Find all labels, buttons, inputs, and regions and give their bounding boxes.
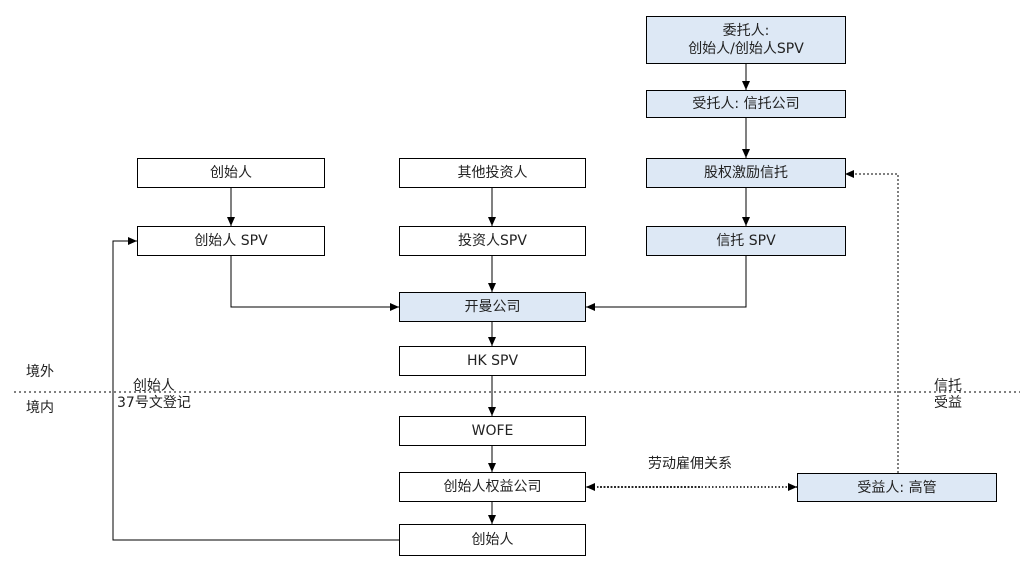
investor-spv-box: 投资人SPV — [399, 226, 586, 256]
onshore-label: 境内 — [26, 400, 54, 416]
cayman-company-box: 开曼公司 — [399, 292, 586, 322]
founder-bottom-box: 创始人 — [399, 524, 586, 556]
beneficiary-box: 受益人: 高管 — [797, 473, 997, 502]
wofe-box: WOFE — [399, 416, 586, 446]
other-investors-box: 其他投资人 — [399, 158, 586, 188]
arrow-trust-spv-to-cayman — [586, 256, 747, 311]
trust-spv-box: 信托 SPV — [646, 226, 846, 256]
arrow-founder-loop — [112, 237, 400, 541]
employment-relationship-label: 劳动雇佣关系 — [648, 456, 732, 472]
founder-top-box: 创始人 — [137, 158, 325, 188]
settlor-box: 委托人: 创始人/创始人SPV — [646, 16, 846, 64]
equity-trust-box: 股权激励信托 — [646, 158, 846, 188]
trust-benefit-label: 信托 受益 — [934, 378, 962, 411]
offshore-label: 境外 — [26, 364, 54, 380]
hk-spv-box: HK SPV — [399, 346, 586, 376]
founder-spv-box: 创始人 SPV — [137, 226, 325, 256]
arrow-trust-benefit — [845, 170, 899, 473]
arrow-founder-spv-to-cayman — [230, 256, 399, 311]
founder-equity-company-box: 创始人权益公司 — [399, 472, 586, 502]
founder-37-registration-label: 创始人 37号文登记 — [117, 378, 191, 411]
trustee-box: 受托人: 信托公司 — [646, 90, 846, 118]
